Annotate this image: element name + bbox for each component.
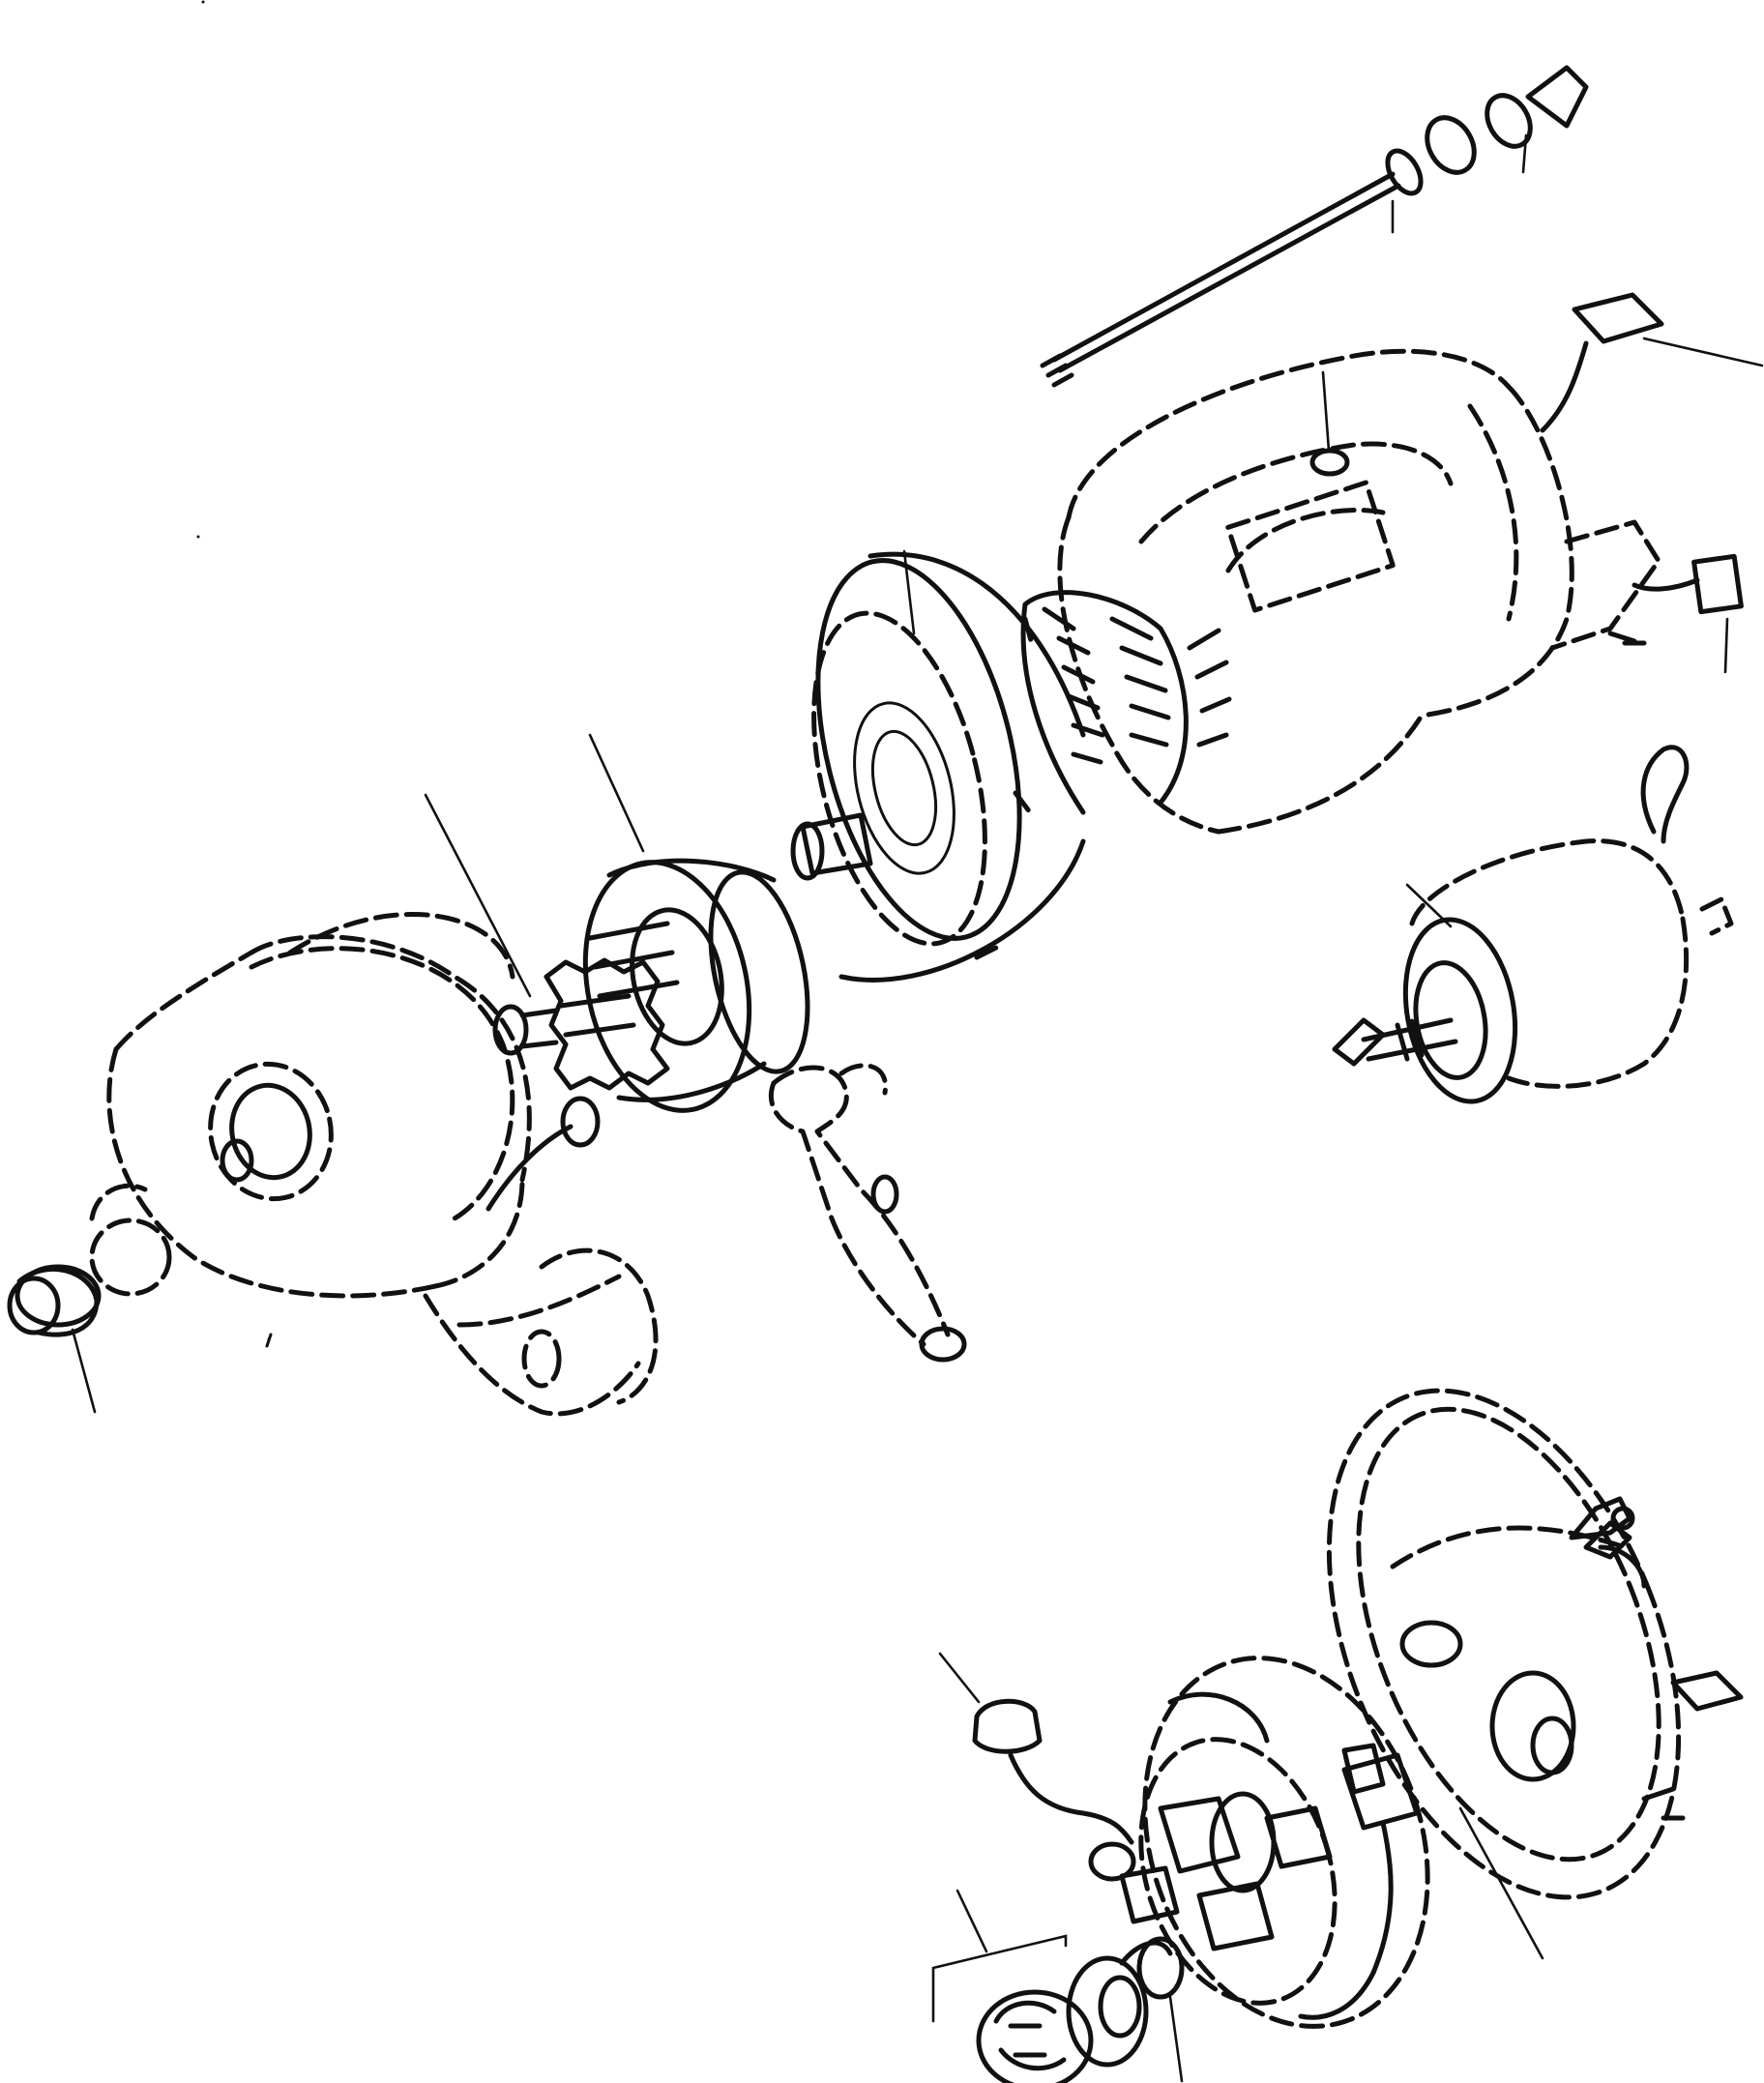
drive-housing — [89, 912, 659, 1417]
pinion-gear — [424, 793, 670, 1091]
end-bearing — [1136, 1936, 1185, 2083]
scan-speck — [267, 1337, 271, 1341]
brush-connector — [938, 1652, 1136, 1882]
field-connector — [1540, 292, 1764, 433]
terminal-nut — [1583, 1506, 1635, 1560]
scan-speck — [196, 535, 200, 539]
armature-windings — [1020, 590, 1232, 815]
shift-lever — [768, 1063, 967, 1363]
scan-speck — [201, 0, 205, 4]
end-frame-leader — [1458, 1806, 1544, 1960]
brush-spring-set — [931, 1889, 1173, 2083]
bushing — [7, 1264, 102, 1414]
stator-yoke — [1057, 348, 1661, 835]
brush-lead-connector — [1632, 553, 1744, 674]
overrunning-clutch — [582, 733, 810, 1113]
armature — [790, 549, 1086, 983]
commutator-end-frame — [1326, 1388, 1744, 1900]
solenoid — [1332, 745, 1734, 1104]
through-bolt — [1040, 65, 1589, 388]
brush-lead-wire — [1298, 1752, 1420, 2020]
